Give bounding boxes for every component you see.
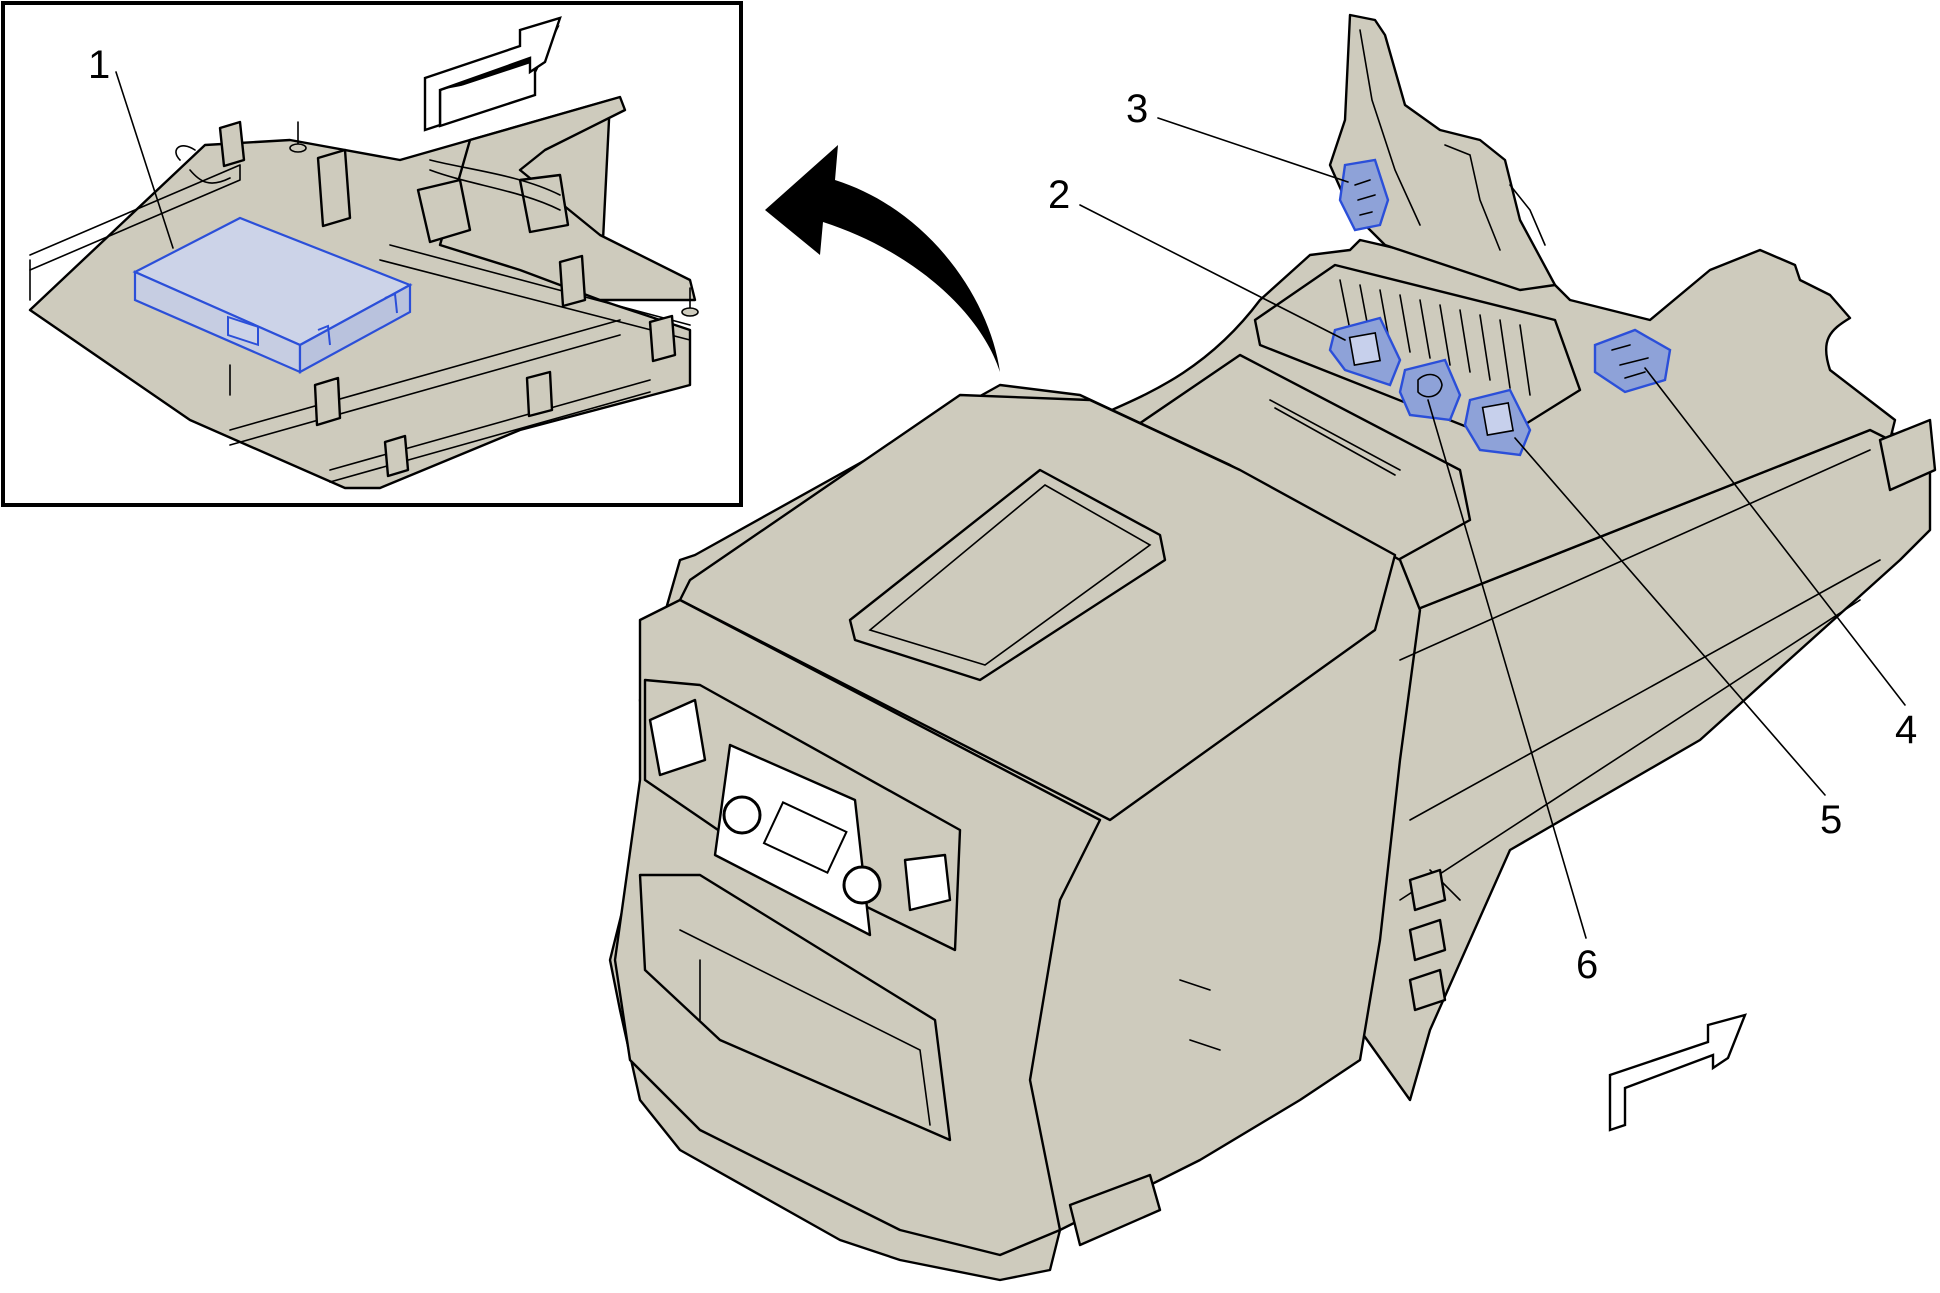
switch-part-6-glyph	[1417, 373, 1443, 398]
dash-upper-detail	[1359, 29, 1546, 251]
callout-4-leader	[1644, 367, 1906, 706]
storage-slot-ribs	[1339, 279, 1531, 396]
switch-part-3[interactable]	[1338, 158, 1390, 232]
rear-outlet[interactable]	[648, 698, 707, 777]
curved-arrow-icon	[765, 145, 1000, 372]
switch-part-4-glyph	[1611, 344, 1649, 379]
switch-part-5-face	[1481, 402, 1514, 436]
callout-1-label: 1	[88, 43, 110, 87]
switch-part-6[interactable]	[1398, 358, 1462, 422]
callout-4: 4	[1644, 367, 1917, 752]
callout-4-label: 4	[1895, 708, 1917, 752]
climate-buttons[interactable]	[762, 801, 848, 875]
module-side-face	[298, 283, 412, 374]
inset-wiring-harness	[175, 145, 561, 211]
inset-posts	[29, 121, 699, 396]
switch-part-2-face	[1348, 332, 1381, 366]
armrest-lid-window-inner	[868, 484, 1152, 666]
inset-left-rail	[29, 164, 241, 271]
rear-lower-bin-inner	[679, 929, 931, 1126]
module-part-1[interactable]	[132, 216, 413, 374]
callout-3: 3	[1126, 87, 1349, 183]
callout-5-leader	[1514, 437, 1826, 796]
callout-2-label: 2	[1048, 173, 1070, 217]
rear-aux-button[interactable]	[903, 853, 952, 912]
inset-floor-panel	[438, 95, 697, 302]
callout-3-leader	[1157, 117, 1349, 183]
switch-part-2[interactable]	[1328, 316, 1402, 387]
inset-bottom-rail	[229, 319, 651, 483]
callout-2: 2	[1048, 173, 1346, 341]
floor-console	[608, 13, 1937, 1282]
callout-2-leader	[1079, 204, 1346, 341]
side-connectors	[1408, 418, 1937, 1012]
rear-lower-bin	[638, 873, 952, 1142]
callout-6: 6	[1427, 399, 1598, 987]
console-side-details	[1179, 449, 1881, 1051]
dash-upper-panel	[1328, 13, 1557, 292]
callout-5-label: 5	[1820, 798, 1842, 842]
switch-part-5[interactable]	[1463, 388, 1532, 457]
forward-arrow-icon	[423, 16, 562, 132]
left-temperature-knob[interactable]	[722, 795, 762, 835]
console-bottom-vent	[1068, 1173, 1162, 1247]
callout-3-label: 3	[1126, 87, 1148, 131]
inset-view: 1	[1, 1, 743, 507]
module-clips	[317, 292, 398, 346]
right-temperature-knob[interactable]	[842, 865, 882, 905]
callout-6-leader	[1427, 399, 1587, 939]
forward-arrow-icon	[1608, 1013, 1747, 1132]
switch-part-3-glyph	[1354, 179, 1376, 216]
armrest-lid-window	[848, 468, 1167, 682]
inset-right-rail	[379, 244, 691, 341]
storage-lid-slot	[1269, 399, 1401, 476]
callout-1-leader	[115, 71, 174, 249]
callout-6-label: 6	[1576, 943, 1598, 987]
module-connector	[227, 315, 259, 347]
callout-1: 1	[88, 43, 174, 249]
callout-5: 5	[1514, 437, 1842, 842]
